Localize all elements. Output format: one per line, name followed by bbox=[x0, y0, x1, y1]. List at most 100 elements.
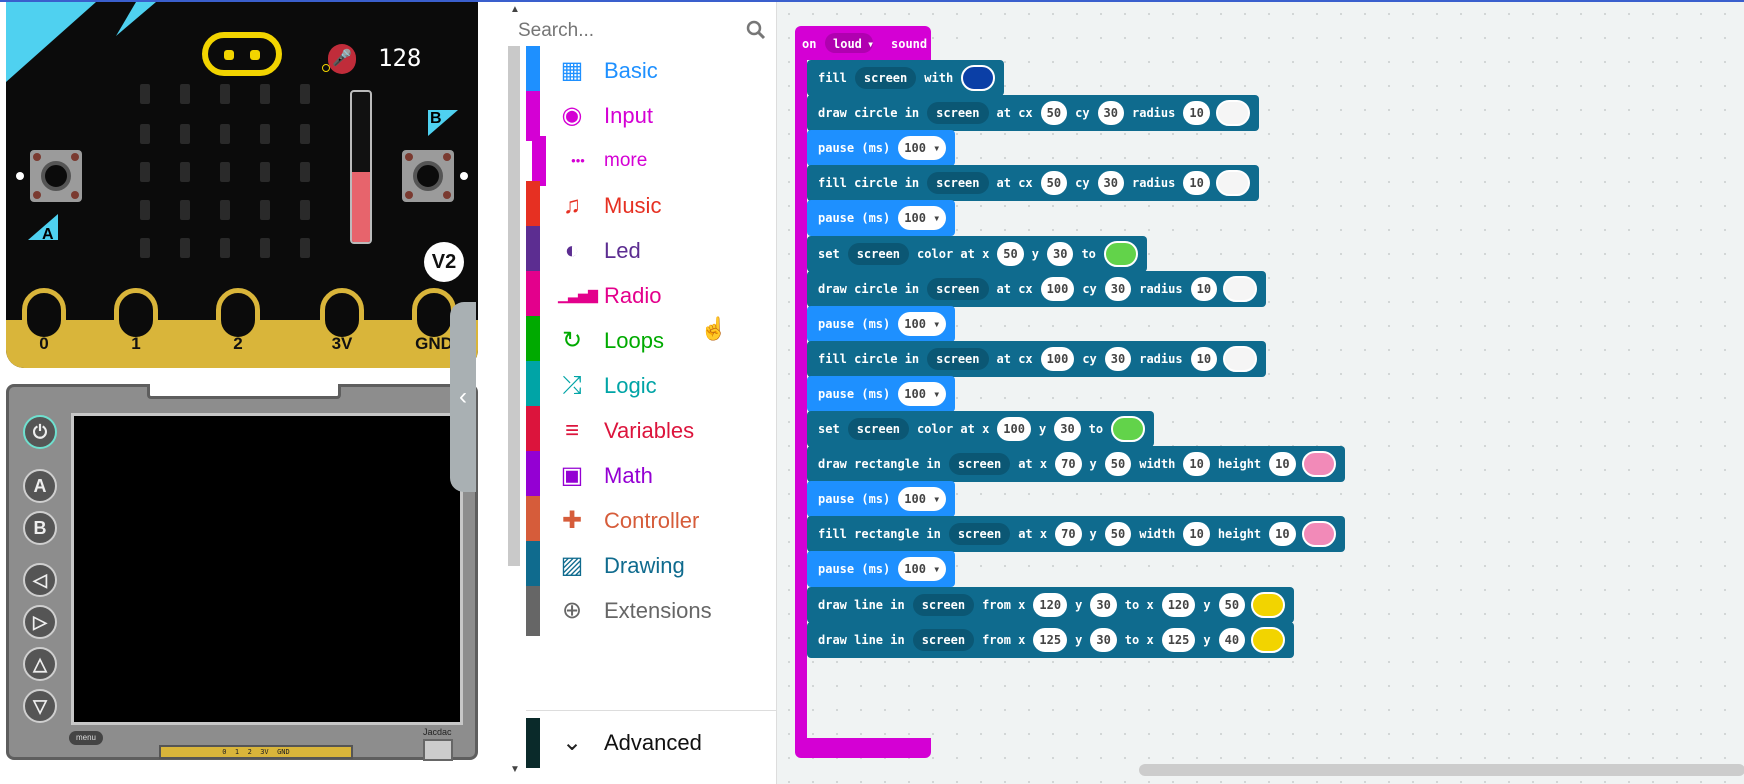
microphone-icon[interactable]: 🎤 bbox=[328, 44, 356, 74]
duration-dropdown[interactable]: 100 ▾ bbox=[898, 381, 947, 406]
scroll-down-icon[interactable]: ▼ bbox=[510, 764, 520, 775]
number-input[interactable]: 10 bbox=[1269, 522, 1296, 547]
color-swatch[interactable] bbox=[1215, 100, 1250, 127]
arcade-button-b[interactable]: B bbox=[23, 511, 57, 545]
number-input[interactable]: 30 bbox=[1046, 241, 1074, 266]
color-swatch[interactable] bbox=[1223, 275, 1258, 302]
number-input[interactable]: 30 bbox=[1054, 417, 1081, 441]
number-input[interactable]: 30 bbox=[1104, 276, 1132, 301]
pin-3v[interactable] bbox=[320, 288, 364, 342]
pin-0[interactable] bbox=[22, 288, 66, 342]
microbit-logo-touch[interactable] bbox=[202, 32, 282, 76]
number-input[interactable]: 50 bbox=[997, 241, 1024, 266]
arcade-button-a[interactable]: A bbox=[23, 469, 57, 503]
jacdac-port[interactable] bbox=[423, 739, 453, 761]
number-input[interactable]: 100 bbox=[997, 417, 1031, 441]
color-swatch[interactable] bbox=[1301, 521, 1336, 548]
number-input[interactable]: 10 bbox=[1183, 101, 1210, 126]
number-input[interactable]: 30 bbox=[1090, 592, 1117, 617]
duration-dropdown[interactable]: 100 ▾ bbox=[898, 557, 947, 582]
image-variable-field[interactable]: screen bbox=[912, 593, 975, 616]
search-input[interactable] bbox=[516, 10, 720, 52]
category-led[interactable]: ◐Led bbox=[526, 226, 776, 276]
image-variable-field[interactable]: screen bbox=[847, 418, 910, 440]
duration-dropdown[interactable]: 100 ▾ bbox=[898, 487, 947, 512]
number-input[interactable]: 125 bbox=[1161, 627, 1196, 652]
color-swatch[interactable] bbox=[1301, 451, 1336, 478]
sound-level-slider[interactable] bbox=[350, 90, 372, 244]
dpad-down-icon[interactable]: ▽ bbox=[23, 689, 57, 723]
pin-1[interactable] bbox=[114, 288, 158, 342]
number-input[interactable]: 120 bbox=[1161, 592, 1196, 617]
duration-dropdown[interactable]: 100 ▾ bbox=[898, 206, 947, 231]
scroll-up-icon[interactable]: ▲ bbox=[510, 4, 520, 15]
pause-block[interactable]: pause (ms)100 ▾ bbox=[807, 551, 956, 588]
category-basic[interactable]: ▦Basic bbox=[526, 46, 776, 96]
color-swatch[interactable] bbox=[1251, 591, 1286, 618]
color-swatch[interactable] bbox=[1103, 240, 1138, 267]
category-extensions[interactable]: ⊕Extensions bbox=[526, 586, 776, 636]
duration-dropdown[interactable]: 100 ▾ bbox=[898, 311, 947, 336]
button-a[interactable] bbox=[30, 150, 82, 202]
category-music[interactable]: ♫Music bbox=[526, 181, 776, 231]
image-variable-field[interactable]: screen bbox=[927, 102, 989, 125]
number-input[interactable]: 120 bbox=[1033, 592, 1068, 617]
number-input[interactable]: 10 bbox=[1183, 171, 1210, 196]
image-variable-field[interactable]: screen bbox=[948, 453, 1011, 476]
color-swatch[interactable] bbox=[1251, 626, 1286, 653]
number-input[interactable]: 70 bbox=[1055, 522, 1082, 547]
category-radio[interactable]: ▁▃▅▇Radio bbox=[526, 271, 776, 321]
number-input[interactable]: 10 bbox=[1190, 276, 1218, 301]
search-icon[interactable] bbox=[746, 20, 766, 40]
number-input[interactable]: 10 bbox=[1190, 346, 1218, 371]
number-input[interactable]: 100 bbox=[1040, 346, 1075, 371]
number-input[interactable]: 40 bbox=[1218, 627, 1246, 652]
pause-block[interactable]: pause (ms)100 ▾ bbox=[807, 481, 956, 518]
number-input[interactable]: 10 bbox=[1183, 522, 1210, 547]
image-variable-field[interactable]: screen bbox=[927, 172, 989, 195]
image-variable-field[interactable]: screen bbox=[847, 242, 910, 265]
image-variable-field[interactable]: screen bbox=[927, 277, 989, 300]
category-input[interactable]: ◉Input bbox=[526, 91, 776, 141]
category-advanced[interactable]: ⌄ Advanced bbox=[526, 718, 776, 768]
number-input[interactable]: 50 bbox=[1040, 101, 1068, 126]
pause-block[interactable]: pause (ms)100 ▾ bbox=[807, 130, 956, 167]
color-swatch[interactable] bbox=[1111, 416, 1146, 442]
toolbox-scrollbar[interactable] bbox=[508, 46, 520, 566]
number-input[interactable]: 30 bbox=[1097, 171, 1124, 196]
category-variables[interactable]: ≡Variables bbox=[526, 406, 776, 456]
number-input[interactable]: 30 bbox=[1097, 101, 1124, 126]
button-b[interactable] bbox=[402, 150, 454, 202]
sound-dropdown-value[interactable]: loud bbox=[833, 37, 862, 51]
number-input[interactable]: 10 bbox=[1269, 452, 1296, 477]
number-input[interactable]: 125 bbox=[1033, 627, 1068, 652]
pause-block[interactable]: pause (ms)100 ▾ bbox=[807, 305, 956, 342]
image-variable-field[interactable]: screen bbox=[948, 523, 1011, 546]
number-input[interactable]: 70 bbox=[1055, 452, 1082, 477]
category-math[interactable]: ▣Math bbox=[526, 451, 776, 501]
number-input[interactable]: 50 bbox=[1104, 452, 1132, 477]
menu-button[interactable]: menu bbox=[69, 731, 103, 745]
power-icon[interactable]: ⏻ bbox=[23, 415, 57, 449]
dpad-left-icon[interactable]: ◁ bbox=[23, 563, 57, 597]
duration-dropdown[interactable]: 100 ▾ bbox=[898, 136, 947, 161]
number-input[interactable]: 100 bbox=[1040, 276, 1075, 301]
pause-block[interactable]: pause (ms)100 ▾ bbox=[807, 375, 956, 412]
pin-gnd[interactable] bbox=[412, 288, 456, 342]
collapse-simulator-button[interactable]: ‹ bbox=[450, 302, 476, 492]
number-input[interactable]: 30 bbox=[1104, 346, 1132, 371]
sound-dropdown[interactable] bbox=[825, 33, 873, 53]
color-swatch[interactable] bbox=[961, 65, 996, 91]
pause-block[interactable]: pause (ms)100 ▾ bbox=[807, 200, 956, 237]
category-logic[interactable]: ⤮Logic bbox=[526, 361, 776, 411]
number-input[interactable]: 30 bbox=[1090, 627, 1117, 652]
